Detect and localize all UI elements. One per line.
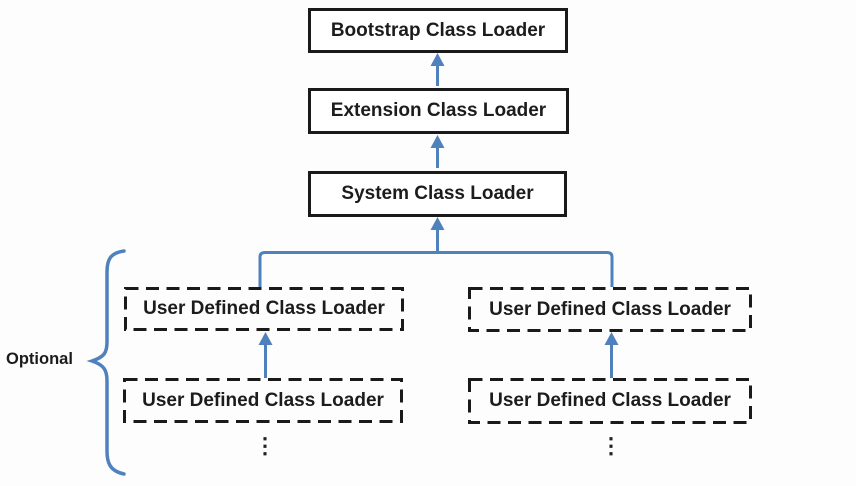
node-bootstrap-class-loader: Bootstrap Class Loader xyxy=(308,8,568,53)
node-label: User Defined Class Loader xyxy=(489,390,731,411)
ellipsis-left: ⋮ xyxy=(254,433,276,458)
node-udl-right-bottom: User Defined Class Loader xyxy=(468,378,752,424)
udl-left-top-box-border xyxy=(124,287,404,331)
udl-right-top-box-border xyxy=(468,287,752,332)
node-extension-class-loader: Extension Class Loader xyxy=(308,88,569,134)
arrow-system-to-extension-head xyxy=(430,135,445,148)
node-label: User Defined Class Loader xyxy=(489,298,731,320)
optional-label: Optional xyxy=(6,350,73,368)
udl-right-bottom-box-border xyxy=(468,378,752,424)
node-udl-left-top: User Defined Class Loader xyxy=(124,287,404,331)
node-label: User Defined Class Loader xyxy=(143,298,385,319)
optional-curly-brace xyxy=(86,249,126,476)
node-label: Extension Class Loader xyxy=(330,100,547,121)
node-label: System Class Loader xyxy=(341,183,534,204)
arrow-branch-to-system-head xyxy=(430,217,445,230)
node-label: Bootstrap Class Loader xyxy=(330,19,546,41)
ellipsis-right: ⋮ xyxy=(600,433,622,458)
branch-connector-line xyxy=(258,251,614,287)
node-udl-right-top: User Defined Class Loader xyxy=(468,287,752,332)
arrow-extension-to-bootstrap-head xyxy=(430,53,445,66)
node-system-class-loader: System Class Loader xyxy=(308,171,567,217)
arrow-udl-right-head xyxy=(604,332,619,345)
node-label: User Defined Class Loader xyxy=(142,389,384,411)
udl-left-bottom-box-border xyxy=(123,378,403,423)
arrow-udl-left-head xyxy=(258,332,273,345)
node-udl-left-bottom: User Defined Class Loader xyxy=(123,378,403,423)
